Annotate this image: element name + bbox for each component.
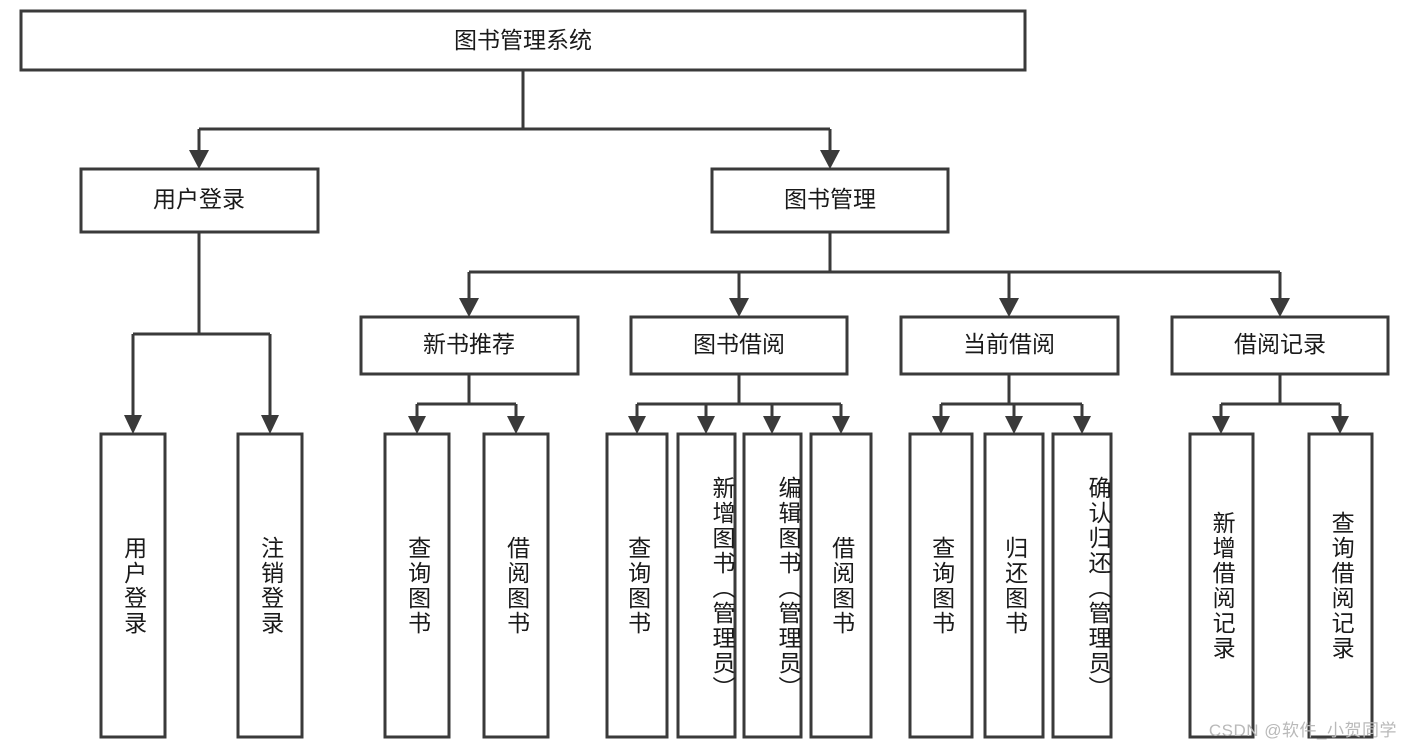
leaf-box-borrow-book-bb[interactable] xyxy=(809,432,873,739)
leaf-label-query-book-bb: 查询图书 xyxy=(624,535,651,636)
arrowhead-nbr-leaf2 xyxy=(507,416,525,434)
leaf-label-edit-book-admin: 编辑图书（管理员） xyxy=(775,476,801,701)
node-borrow-record[interactable]: 借阅记录 xyxy=(1170,315,1390,376)
leaf-box-query-book-bb[interactable] xyxy=(605,432,669,739)
node-new-book-recommend-label: 新书推荐 xyxy=(423,331,515,357)
connector-group-root xyxy=(189,70,840,169)
arrowhead-book-borrow xyxy=(729,298,749,317)
leaf-box-query-borrow-record[interactable] xyxy=(1307,432,1374,739)
leaf-label-logout: 注销登录 xyxy=(257,535,284,636)
leaf-label-query-book-nbr: 查询图书 xyxy=(404,535,431,636)
node-user-login[interactable]: 用户登录 xyxy=(79,167,320,234)
leaf-label-user-login: 用户登录 xyxy=(120,535,147,636)
node-borrow-record-box[interactable] xyxy=(1170,315,1390,376)
connector-group-current-borrow xyxy=(932,374,1091,434)
leaf-label-add-book-admin: 新增图书（管理员） xyxy=(709,476,735,701)
arrowhead-bb-leaf4 xyxy=(832,416,850,434)
leaf-label-query-borrow-record: 查询借阅记录 xyxy=(1328,510,1355,661)
leaf-label-borrow-book-bb: 借阅图书 xyxy=(828,535,855,636)
leaf-node-boxes xyxy=(99,432,1374,739)
connector-group-borrow-record xyxy=(1212,374,1349,434)
leaf-box-add-borrow-record[interactable] xyxy=(1188,432,1255,739)
leaf-box-add-book-admin[interactable] xyxy=(676,432,737,739)
arrowhead-new-book-rec xyxy=(459,298,479,317)
node-book-borrow-box[interactable] xyxy=(629,315,849,376)
connector-group-new-book-rec xyxy=(408,374,525,434)
node-user-login-box[interactable] xyxy=(79,167,320,234)
arrowhead-bb-leaf2 xyxy=(697,416,715,434)
leaf-box-query-book-cb[interactable] xyxy=(908,432,974,739)
node-current-borrow-box[interactable] xyxy=(899,315,1120,376)
leaf-label-add-borrow-record: 新增借阅记录 xyxy=(1209,510,1236,661)
leaf-box-borrow-book-nbr[interactable] xyxy=(482,432,550,739)
arrowhead-br-leaf1 xyxy=(1212,416,1230,434)
node-current-borrow[interactable]: 当前借阅 xyxy=(899,315,1120,376)
arrowhead-leaf-user-login xyxy=(124,415,142,434)
connector-group-user-login xyxy=(124,232,279,434)
leaf-box-edit-book-admin[interactable] xyxy=(742,432,803,739)
arrowhead-borrow-record xyxy=(1270,298,1290,317)
node-book-management-box[interactable] xyxy=(710,167,950,234)
node-book-management[interactable]: 图书管理 xyxy=(710,167,950,234)
arrowhead-leaf-logout xyxy=(261,415,279,434)
node-borrow-record-label: 借阅记录 xyxy=(1234,331,1326,357)
node-new-book-recommend-box[interactable] xyxy=(359,315,580,376)
leaf-box-return-book[interactable] xyxy=(983,432,1045,739)
leaf-label-query-book-cb: 查询图书 xyxy=(928,535,955,636)
node-book-borrow[interactable]: 图书借阅 xyxy=(629,315,849,376)
node-user-login-label: 用户登录 xyxy=(153,186,245,212)
leaf-box-query-book-nbr[interactable] xyxy=(383,432,451,739)
arrowhead-current-borrow xyxy=(999,298,1019,317)
arrowhead-book-mgmt xyxy=(820,150,840,169)
node-book-borrow-label: 图书借阅 xyxy=(693,331,785,357)
node-new-book-recommend[interactable]: 新书推荐 xyxy=(359,315,580,376)
connector-group-book-borrow xyxy=(628,374,850,434)
leaf-label-confirm-return-admin: 确认归还（管理员） xyxy=(1085,476,1111,701)
arrowhead-bb-leaf3 xyxy=(763,416,781,434)
node-root-system-box[interactable] xyxy=(19,9,1027,72)
leaf-box-confirm-return-admin[interactable] xyxy=(1051,432,1113,739)
node-root-system-label: 图书管理系统 xyxy=(454,27,592,53)
connector-group-book-mgmt xyxy=(459,232,1290,317)
node-book-management-label: 图书管理 xyxy=(784,186,876,212)
arrowhead-br-leaf2 xyxy=(1331,416,1349,434)
arrowhead-user-login xyxy=(189,150,209,169)
arrowhead-nbr-leaf1 xyxy=(408,416,426,434)
arrowhead-cb-leaf2 xyxy=(1005,416,1023,434)
leaf-box-logout[interactable] xyxy=(236,432,304,739)
arrowhead-cb-leaf1 xyxy=(932,416,950,434)
leaf-label-borrow-book-nbr: 借阅图书 xyxy=(503,535,530,636)
leaf-box-user-login[interactable] xyxy=(99,432,167,739)
node-root-system[interactable]: 图书管理系统 xyxy=(19,9,1027,72)
leaf-label-return-book: 归还图书 xyxy=(1001,535,1028,636)
arrowhead-cb-leaf3 xyxy=(1073,416,1091,434)
node-current-borrow-label: 当前借阅 xyxy=(963,331,1055,357)
arrowhead-bb-leaf1 xyxy=(628,416,646,434)
